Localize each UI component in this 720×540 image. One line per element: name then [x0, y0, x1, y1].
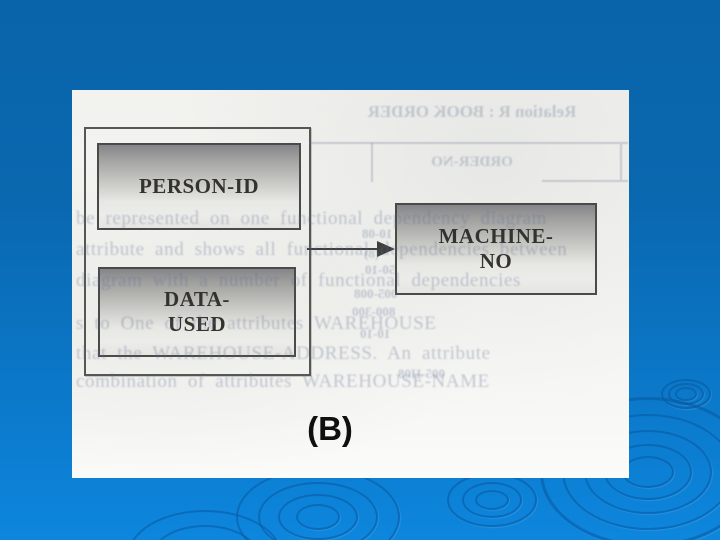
bleedthrough-mirrored-table-header: ORDER-NO — [431, 154, 513, 170]
dependency-arrow-head — [377, 241, 395, 257]
bleedthrough-fragment: 10-10 — [360, 326, 391, 341]
scanned-figure-image: PERSON-ID DATA- USED MACHINE- NO (B) Rel… — [72, 90, 629, 478]
diagram-node-machine-no: MACHINE- NO — [395, 203, 597, 295]
bleedthrough-table-rule — [542, 180, 628, 182]
dependency-arrow-line — [307, 248, 379, 250]
data-used-label-line1: DATA- — [164, 287, 230, 312]
diagram-node-data-used: DATA- USED — [98, 267, 296, 357]
figure-caption: (B) — [307, 410, 353, 447]
diagram-node-person-id: PERSON-ID — [97, 143, 301, 230]
bleedthrough-fragment: 005-H08 — [398, 366, 445, 381]
bleedthrough-table-rule — [310, 142, 628, 144]
diagram-outer-group-box — [84, 127, 311, 376]
machine-no-label-line1: MACHINE- — [438, 224, 554, 249]
ripple-ring — [447, 473, 537, 527]
machine-no-label-line2: NO — [479, 249, 513, 273]
bleedthrough-table-rule — [620, 144, 622, 180]
bleedthrough-fragment: 10-08 — [362, 226, 393, 241]
person-id-label: PERSON-ID — [138, 174, 259, 199]
data-used-label-line2: USED — [167, 312, 227, 336]
bleedthrough-mirrored-header: Relation R : BOOK ORDER — [367, 102, 577, 121]
bleedthrough-table-rule — [371, 143, 373, 182]
bleedthrough-fragment: 50-10 — [365, 262, 396, 277]
bleedthrough-fragment: 800-300 — [352, 304, 396, 319]
bleedthrough-fragment: 005-008 — [354, 286, 398, 301]
